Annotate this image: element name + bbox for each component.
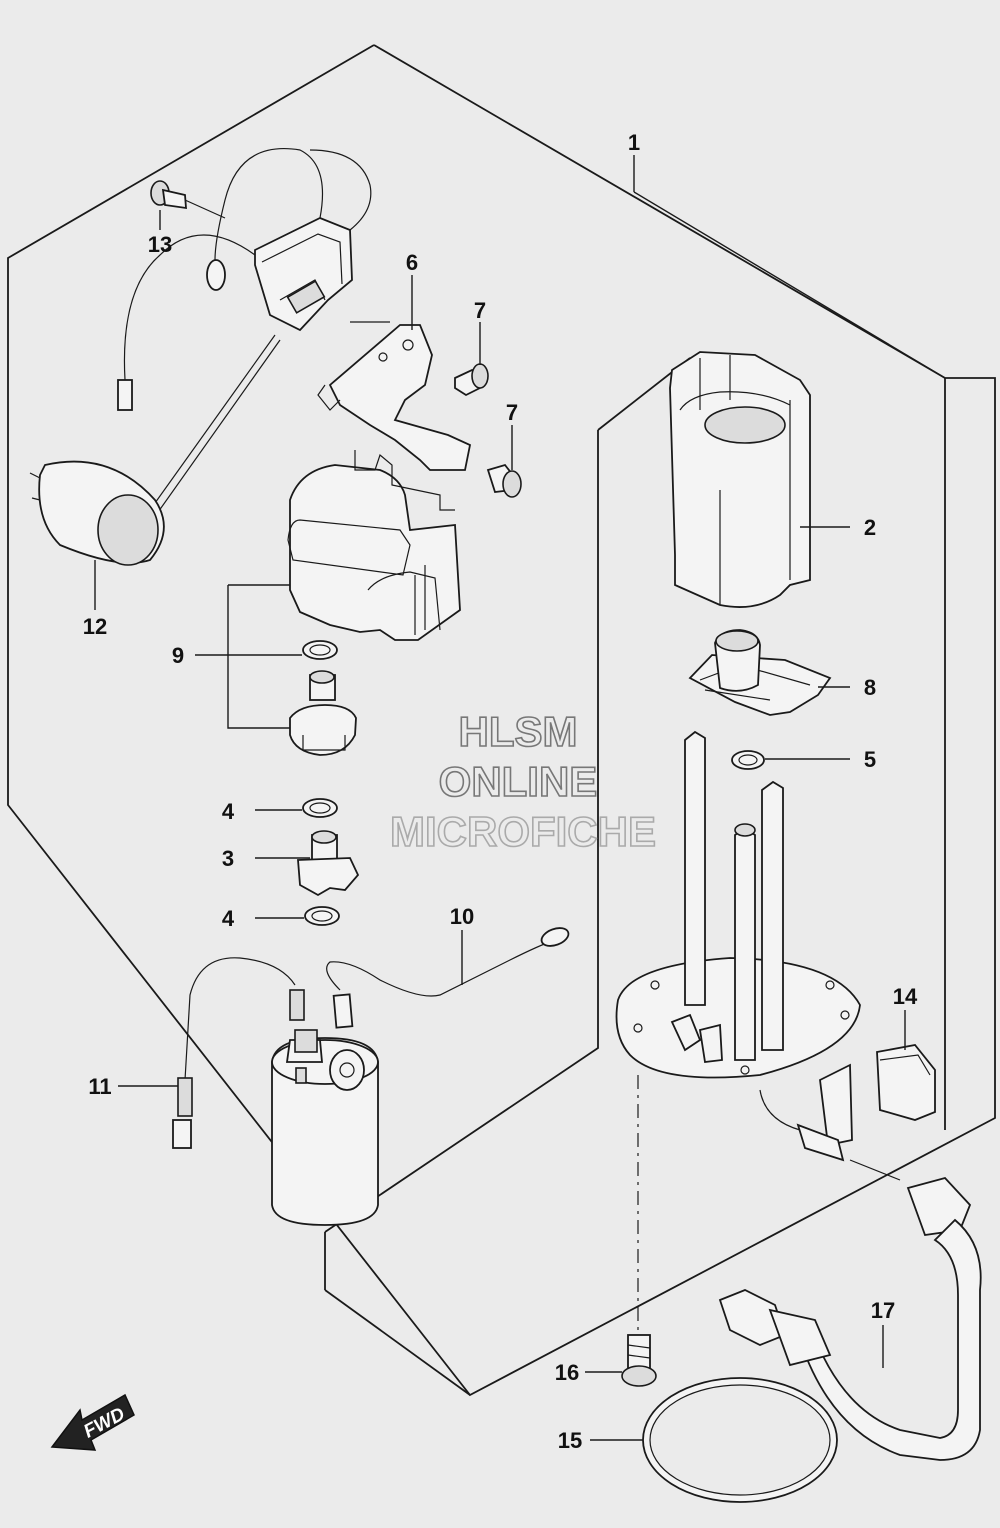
callout-4-upper: 4 xyxy=(222,799,235,824)
callout-2: 2 xyxy=(864,515,876,540)
watermark-line-1: HLSM xyxy=(459,708,578,755)
bolt-7-lower[interactable] xyxy=(486,463,522,498)
callout-14: 14 xyxy=(893,984,918,1009)
pressure-regulator-9[interactable] xyxy=(289,670,357,756)
fuel-filter-8[interactable] xyxy=(688,629,832,716)
bracket-6[interactable] xyxy=(317,321,472,471)
callout-6: 6 xyxy=(406,250,418,275)
lead-wire-10[interactable] xyxy=(289,925,571,1029)
watermark: HLSM ONLINE MICROFICHE xyxy=(389,707,657,856)
fuel-level-sender[interactable] xyxy=(117,148,372,411)
callout-9: 9 xyxy=(172,643,184,668)
o-ring-4-lower[interactable] xyxy=(304,906,340,926)
callout-16: 16 xyxy=(555,1360,579,1385)
fuel-hose-17[interactable] xyxy=(718,1159,982,1461)
callout-3: 3 xyxy=(222,846,234,871)
watermark-line-2: ONLINE xyxy=(439,758,598,805)
screw-13[interactable] xyxy=(150,180,226,219)
callout-17: 17 xyxy=(871,1298,895,1323)
assembly-outline xyxy=(7,44,996,1397)
callout-1: 1 xyxy=(628,130,640,155)
bolt-7-upper[interactable] xyxy=(454,363,489,397)
pump-flange-plate[interactable] xyxy=(615,730,861,1162)
callout-labels: 1 2 3 4 4 5 6 7 7 8 9 10 11 12 13 14 15 … xyxy=(83,130,918,1453)
callout-8: 8 xyxy=(864,675,876,700)
pump-holder-2[interactable] xyxy=(669,351,811,608)
gasket-ring-15[interactable] xyxy=(642,1377,838,1503)
callout-13: 13 xyxy=(148,232,172,257)
callout-11: 11 xyxy=(88,1074,111,1099)
bolt-16[interactable] xyxy=(621,1334,657,1387)
fwd-direction-arrow: FWD xyxy=(50,1393,135,1451)
o-ring-9[interactable] xyxy=(302,640,338,660)
callout-7-lower: 7 xyxy=(506,400,518,425)
cushion-14[interactable] xyxy=(876,1044,936,1121)
callout-15: 15 xyxy=(558,1428,582,1453)
callout-4-lower: 4 xyxy=(222,906,235,931)
callout-12: 12 xyxy=(83,614,107,639)
regulator-housing-9[interactable] xyxy=(287,450,461,641)
callout-7-upper: 7 xyxy=(474,298,486,323)
fuel-gauge-float[interactable] xyxy=(29,334,281,566)
o-ring-4-upper[interactable] xyxy=(302,798,338,818)
leader-lines xyxy=(94,155,946,1441)
fuel-pump[interactable] xyxy=(271,1029,379,1226)
check-valve-3[interactable] xyxy=(297,830,360,897)
callout-5: 5 xyxy=(864,747,876,772)
callout-10: 10 xyxy=(450,904,474,929)
lead-wire-11[interactable] xyxy=(172,957,296,1149)
watermark-line-3: MICROFICHE xyxy=(390,808,656,855)
o-ring-5[interactable] xyxy=(731,750,765,770)
